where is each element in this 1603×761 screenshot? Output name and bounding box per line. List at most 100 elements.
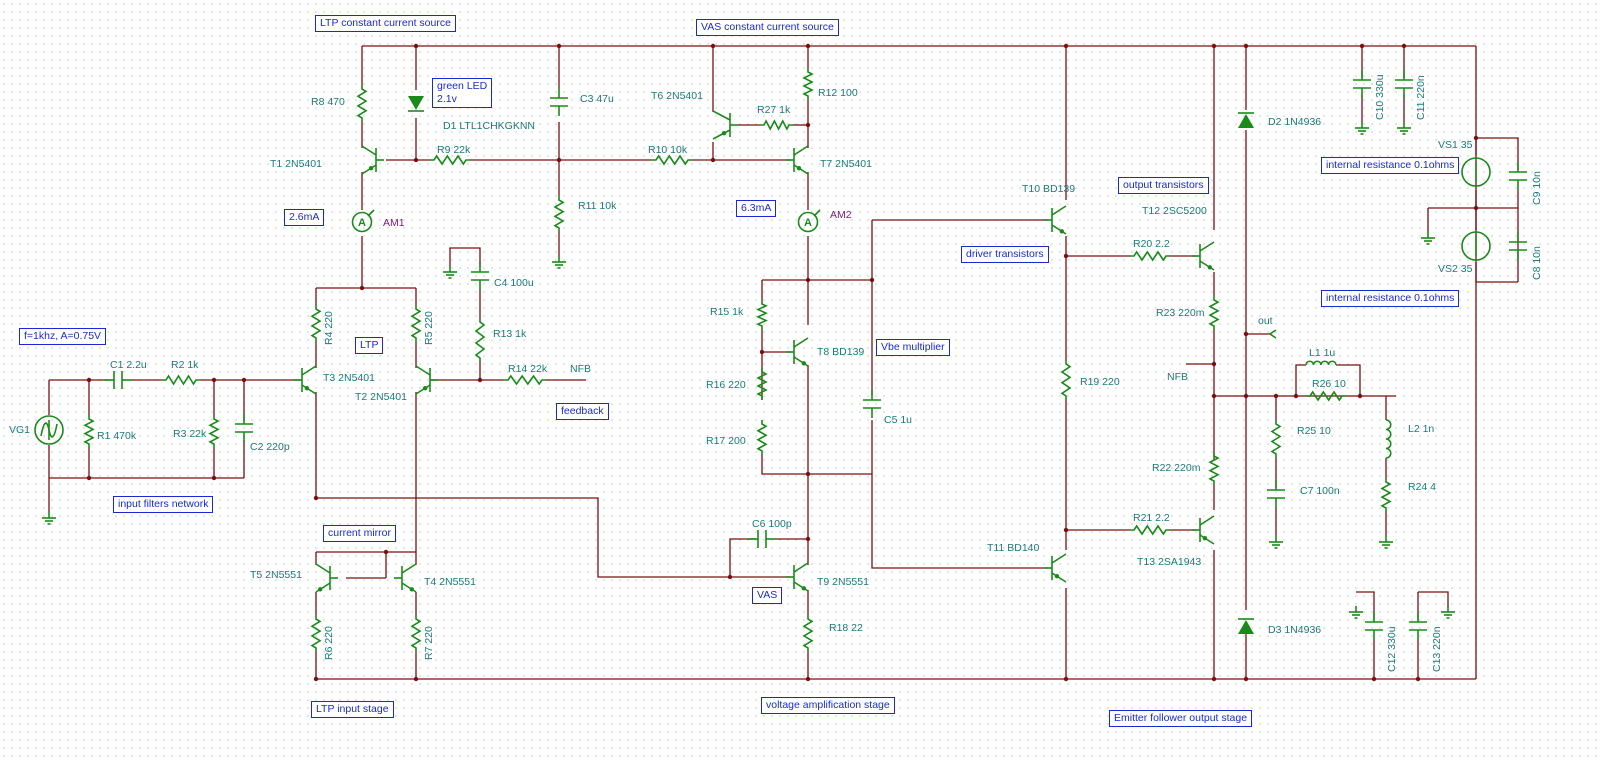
resistor-r3 — [208, 415, 220, 448]
junction-dot — [869, 277, 875, 283]
junction-dot — [805, 122, 811, 128]
junction-dot — [413, 676, 419, 682]
label-c11: C11 220n — [1415, 75, 1427, 120]
label-am1: AM1 — [383, 217, 405, 229]
label-r7: R7 220 — [423, 626, 435, 660]
capacitor-c6 — [748, 530, 776, 548]
capacitor-c9 — [1509, 162, 1527, 190]
note-ltp-input-stage: LTP input stage — [311, 701, 394, 718]
junction-dot — [710, 157, 716, 163]
junction-dot — [211, 377, 217, 383]
label-c13: C13 220n — [1431, 626, 1443, 672]
junction-dots — [86, 43, 1479, 682]
voltage-source-vs1 — [1461, 157, 1491, 187]
label-r10: R10 10k — [648, 144, 688, 156]
label-r23: R23 220m — [1156, 307, 1205, 319]
junction-dot — [359, 285, 365, 291]
transistor-t2 — [415, 365, 438, 395]
label-t8: T8 BD139 — [817, 346, 864, 358]
junction-dot — [86, 377, 92, 383]
label-r3: R3 22k — [173, 428, 207, 440]
junction-dot — [1473, 205, 1479, 211]
resistor-r19 — [1060, 360, 1072, 400]
ground-c11 — [1397, 122, 1411, 135]
junction-dot — [556, 157, 562, 163]
wires — [48, 45, 1519, 680]
junction-dot — [1293, 393, 1299, 399]
resistor-r8 — [356, 85, 368, 122]
junction-dot — [1063, 43, 1069, 49]
capacitor-c7 — [1267, 480, 1285, 508]
capacitor-c11 — [1395, 70, 1413, 98]
resistor-r24 — [1380, 478, 1392, 512]
junction-dot — [805, 277, 811, 283]
junction-dot — [1401, 43, 1407, 49]
label-t4: T4 2N5551 — [424, 576, 476, 588]
label-c5: C5 1u — [884, 414, 912, 426]
junction-dot — [556, 43, 562, 49]
transistor-t7 — [786, 145, 809, 175]
capacitor-c13 — [1409, 612, 1427, 640]
transistor-t11 — [1044, 553, 1067, 583]
label-vs2: VS2 35 — [1438, 263, 1473, 275]
junction-dot — [727, 574, 733, 580]
junction-dot — [413, 43, 419, 49]
note-output-transistors: output transistors — [1118, 177, 1209, 194]
note-voltage-amp-stage: voltage amplification stage — [761, 697, 895, 714]
junction-dot — [313, 495, 319, 501]
label-c7: C7 100n — [1300, 485, 1340, 497]
junction-dot — [805, 43, 811, 49]
note-vas-ccs: VAS constant current source — [696, 19, 839, 36]
ground-r11 — [552, 256, 566, 269]
svg-text:A: A — [804, 217, 812, 229]
label-c6: C6 100p — [752, 518, 792, 530]
transistor-t9 — [786, 562, 809, 592]
note-current-am1: 2.6mA — [284, 209, 325, 226]
label-c12: C12 330u — [1386, 626, 1398, 672]
junction-dot — [1273, 393, 1279, 399]
junction-dot — [1243, 393, 1249, 399]
junction-dot — [1357, 393, 1363, 399]
ammeter-am1: A — [351, 209, 375, 233]
diode-d2 — [1238, 112, 1254, 128]
label-vg1: VG1 — [9, 424, 30, 436]
junction-dot — [1063, 253, 1069, 259]
label-r4: R4 220 — [323, 311, 335, 345]
note-internal-resistance-2: internal resistance 0.1ohms — [1321, 290, 1460, 307]
junction-dot — [759, 349, 765, 355]
transistor-t8 — [786, 337, 809, 367]
transistor-t10 — [1044, 205, 1067, 235]
label-r13: R13 1k — [493, 328, 527, 340]
resistor-r13 — [474, 318, 486, 362]
junction-dot — [805, 471, 811, 477]
label-t2: T2 2N5401 — [355, 391, 407, 403]
label-t1: T1 2N5401 — [270, 158, 322, 170]
label-r12: R12 100 — [818, 87, 858, 99]
inductor-l1 — [1305, 360, 1337, 366]
resistor-r18 — [802, 615, 814, 652]
junction-dot — [313, 676, 319, 682]
note-input-filters: input filters network — [113, 496, 214, 513]
ground-vs — [1421, 232, 1435, 245]
transistor-t4 — [394, 563, 417, 593]
label-r14: R14 22k — [508, 363, 548, 375]
junction-dot — [805, 676, 811, 682]
note-vas: VAS — [752, 587, 783, 604]
resistor-r20 — [1130, 250, 1170, 262]
junction-dot — [1415, 676, 1421, 682]
note-internal-resistance-1: internal resistance 0.1ohms — [1321, 157, 1460, 174]
resistor-r1 — [83, 415, 95, 448]
capacitor-c4 — [471, 262, 489, 290]
resistor-r15 — [756, 300, 768, 330]
ground-c7 — [1269, 536, 1283, 549]
junction-dot — [413, 157, 419, 163]
label-r20: R20 2.2 — [1133, 238, 1170, 250]
ground-c10 — [1355, 122, 1369, 135]
resistor-r12 — [802, 68, 814, 100]
resistor-r23 — [1208, 296, 1220, 330]
output-terminal — [1269, 329, 1277, 339]
resistor-r27 — [760, 119, 793, 131]
label-r21: R21 2.2 — [1133, 512, 1170, 524]
label-r8: R8 470 — [311, 96, 345, 108]
